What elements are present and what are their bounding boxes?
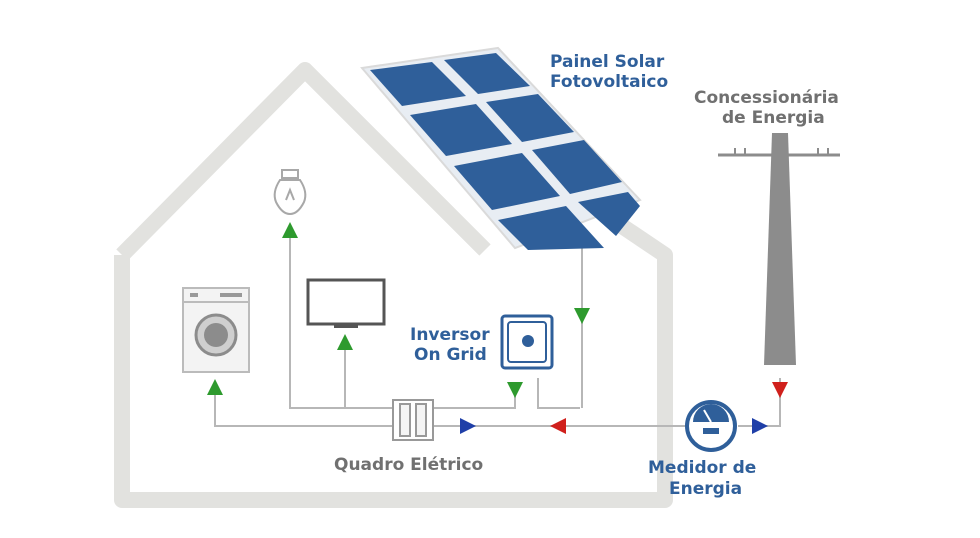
solar-panel-icon	[360, 46, 642, 250]
label-utility: Concessionária de Energia	[694, 88, 839, 128]
arrow-down-inverter-in	[507, 382, 523, 398]
label-meter-line2: Energia	[669, 479, 742, 499]
label-solar-panel-line1: Painel Solar	[550, 52, 665, 72]
arrow-left-grid	[550, 418, 566, 434]
arrow-up-tv	[337, 334, 353, 350]
arrow-up-washer	[207, 379, 223, 395]
light-bulb-icon	[273, 169, 307, 216]
arrow-right-meter	[752, 418, 768, 434]
tv-icon	[306, 278, 386, 328]
inverter-icon	[500, 314, 554, 370]
label-inverter-line2: On Grid	[414, 345, 487, 365]
washing-machine-icon	[182, 287, 250, 373]
breaker-panel-icon	[392, 399, 434, 441]
arrow-down-panel	[574, 308, 590, 324]
label-solar-panel-line2: Fotovoltaico	[550, 72, 668, 92]
wiring	[214, 228, 781, 427]
house-outline	[114, 62, 673, 508]
utility-pole-icon	[718, 133, 840, 365]
label-utility-line2: de Energia	[722, 108, 825, 128]
energy-meter-icon	[685, 400, 737, 452]
flow-arrows	[207, 222, 788, 434]
arrow-up-bulb	[282, 222, 298, 238]
label-meter: Medidor de Energia	[648, 458, 756, 499]
label-meter-line1: Medidor de	[648, 458, 756, 478]
arrow-down-pole	[772, 382, 788, 398]
label-solar-panel: Painel Solar Fotovoltaico	[550, 52, 668, 92]
label-breaker-panel: Quadro Elétrico	[334, 455, 483, 475]
label-utility-line1: Concessionária	[694, 88, 839, 108]
label-inverter-line1: Inversor	[410, 325, 490, 345]
label-inverter: Inversor On Grid	[410, 325, 490, 365]
arrow-right-house	[460, 418, 476, 434]
